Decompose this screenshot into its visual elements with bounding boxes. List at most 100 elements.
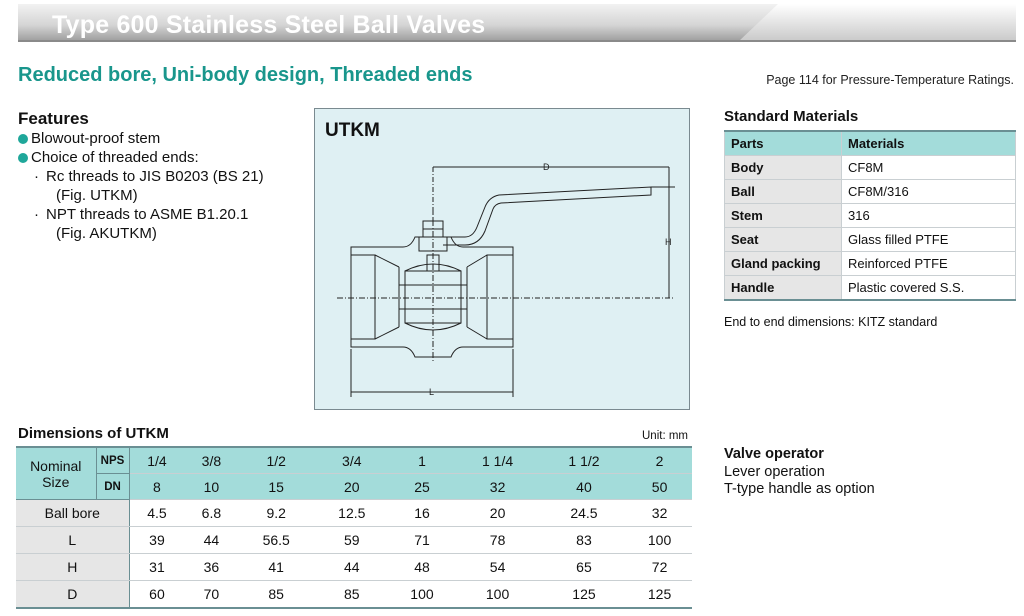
feature-fig-ref: (Fig. UTKM) — [56, 187, 138, 204]
value-cell: 20 — [454, 499, 541, 527]
part-cell: Handle — [724, 275, 842, 301]
nps-cell: 1/4 — [129, 447, 185, 474]
drawing-label: UTKM — [325, 120, 380, 141]
value-cell: 44 — [313, 553, 390, 581]
value-cell: 85 — [313, 580, 390, 609]
nominal-size-label: Nominal Size — [16, 447, 97, 500]
value-cell: 83 — [540, 526, 628, 554]
value-cell: 31 — [129, 553, 185, 581]
features-heading: Features — [18, 109, 89, 128]
material-cell: Glass filled PTFE — [841, 227, 1016, 252]
nps-cell: 3/8 — [184, 447, 239, 474]
feature-subitem-text: NPT threads to ASME B1.20.1 — [46, 206, 249, 223]
value-cell: 100 — [454, 580, 541, 609]
row-label: D — [16, 580, 130, 609]
value-cell: 9.2 — [238, 499, 314, 527]
operator-line: Lever operation — [724, 463, 825, 480]
valve-drawing: UTKM — [314, 108, 690, 410]
feature-text: Choice of threaded ends: — [31, 149, 199, 166]
banner-title: Type 600 Stainless Steel Ball Valves — [52, 11, 486, 39]
banner-background — [18, 4, 1016, 42]
page-subtitle: Reduced bore, Uni-body design, Threaded … — [18, 64, 473, 86]
nps-cell: 1 — [389, 447, 455, 474]
value-cell: 71 — [389, 526, 455, 554]
material-cell: Reinforced PTFE — [841, 251, 1016, 276]
nps-cell: 2 — [627, 447, 692, 474]
bullet-icon — [18, 134, 28, 144]
value-cell: 16 — [389, 499, 455, 527]
table-row: Ball bore 4.5 6.8 9.2 12.5 16 20 24.5 32 — [16, 499, 692, 527]
operator-heading: Valve operator — [724, 446, 824, 462]
material-cell: Plastic covered S.S. — [841, 275, 1016, 301]
title-banner: Type 600 Stainless Steel Ball Valves — [18, 4, 1016, 42]
materials-title: Standard Materials — [724, 108, 859, 125]
value-cell: 70 — [184, 580, 239, 609]
nps-cell: 1/2 — [238, 447, 314, 474]
value-cell: 24.5 — [540, 499, 628, 527]
dn-cell: 8 — [129, 473, 185, 500]
feature-subitem: · NPT threads to ASME B1.20.1 — [18, 205, 318, 224]
part-cell: Gland packing — [724, 251, 842, 276]
dim-h-label: H — [665, 237, 672, 247]
dn-cell: 50 — [627, 473, 692, 500]
part-cell: Stem — [724, 203, 842, 228]
value-cell: 125 — [540, 580, 628, 609]
dn-cell: 32 — [454, 473, 541, 500]
material-cell: 316 — [841, 203, 1016, 228]
dn-cell: 15 — [238, 473, 314, 500]
materials-header-row: Parts Materials — [724, 130, 1016, 156]
feature-fig-ref: (Fig. AKUTKM) — [56, 225, 157, 242]
feature-text: Blowout-proof stem — [31, 130, 161, 147]
nps-cell: 1 1/4 — [454, 447, 541, 474]
nps-row: Nominal Size NPS 1/4 3/8 1/2 3/4 1 1 1/4… — [16, 447, 692, 500]
operator-line: T-type handle as option — [724, 481, 875, 497]
nps-cell: 1 1/2 — [540, 447, 628, 474]
end-to-end-note: End to end dimensions: KITZ standard — [724, 315, 938, 329]
feature-item: Choice of threaded ends: — [18, 148, 318, 167]
materials-header: Materials — [841, 130, 1016, 156]
dn-cell: 40 — [540, 473, 628, 500]
value-cell: 4.5 — [129, 499, 185, 527]
table-row: L 39 44 56.5 59 71 78 83 100 — [16, 526, 692, 554]
nps-cell: 3/4 — [313, 447, 390, 474]
row-label: Ball bore — [16, 499, 130, 527]
value-cell: 100 — [389, 580, 455, 609]
value-cell: 78 — [454, 526, 541, 554]
dn-cell: 20 — [313, 473, 390, 500]
value-cell: 60 — [129, 580, 185, 609]
dim-l-label: L — [429, 387, 434, 397]
material-cell: CF8M — [841, 155, 1016, 180]
dn-cell: 10 — [184, 473, 239, 500]
value-cell: 39 — [129, 526, 185, 554]
feature-subitem: · Rc threads to JIS B0203 (BS 21) — [18, 167, 318, 186]
ball-valve-diagram: D H L — [337, 162, 675, 397]
value-cell: 36 — [184, 553, 239, 581]
page-reference: Page 114 for Pressure-Temperature Rating… — [766, 73, 1014, 87]
feature-subitem-text: Rc threads to JIS B0203 (BS 21) — [46, 168, 264, 185]
dot-bullet-icon: · — [34, 168, 39, 185]
value-cell: 41 — [238, 553, 314, 581]
dim-d-label: D — [543, 162, 550, 172]
value-cell: 54 — [454, 553, 541, 581]
nps-label: NPS — [96, 447, 130, 474]
value-cell: 72 — [627, 553, 692, 581]
dn-cell: 25 — [389, 473, 455, 500]
value-cell: 56.5 — [238, 526, 314, 554]
features-section: Features Blowout-proof stem Choice of th… — [18, 109, 318, 243]
material-cell: CF8M/316 — [841, 179, 1016, 204]
dn-row: DN 8 10 15 20 25 32 40 50 — [16, 473, 692, 500]
feature-item: Blowout-proof stem — [18, 129, 318, 148]
dot-bullet-icon: · — [34, 206, 39, 223]
value-cell: 12.5 — [313, 499, 390, 527]
value-cell: 85 — [238, 580, 314, 609]
value-cell: 6.8 — [184, 499, 239, 527]
table-row: H 31 36 41 44 48 54 65 72 — [16, 553, 692, 581]
valve-operator-section: Valve operator Lever operation T-type ha… — [724, 446, 875, 499]
part-cell: Ball — [724, 179, 842, 204]
